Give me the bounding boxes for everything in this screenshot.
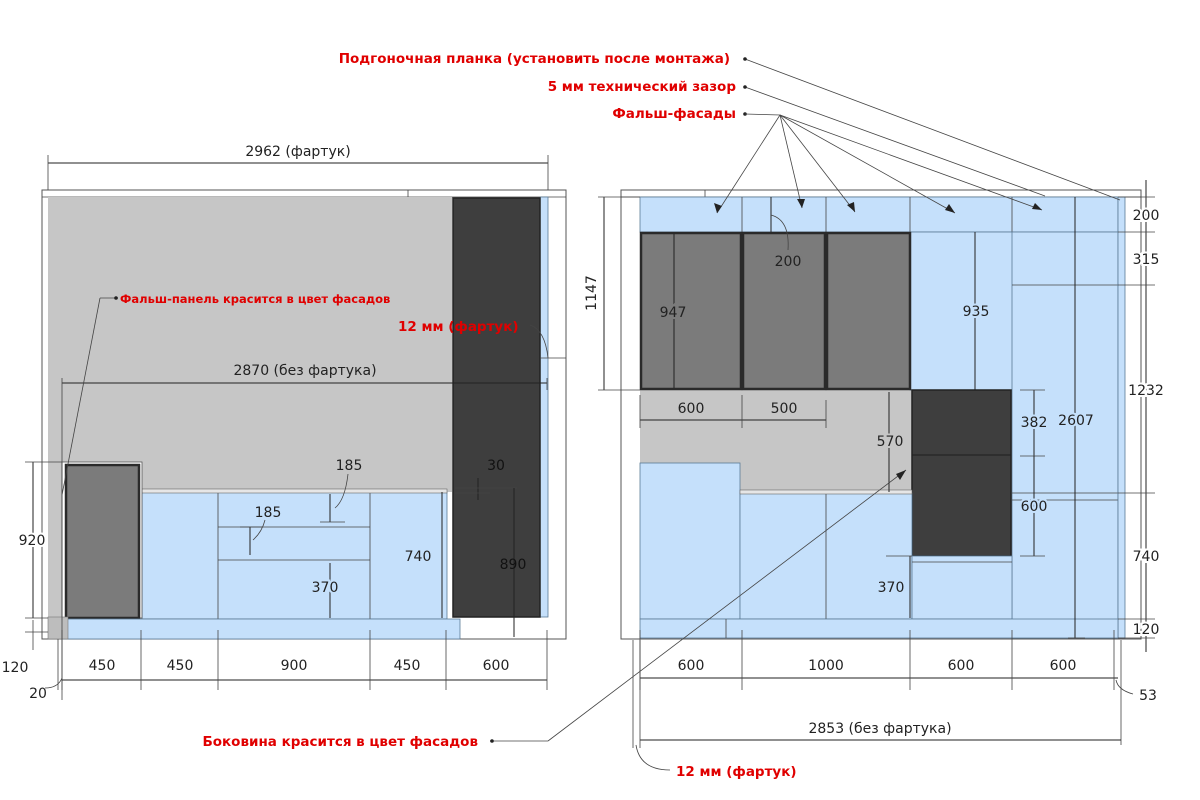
adjust-strip-note: Подгоночная планка (установить после мон… xyxy=(339,51,730,67)
lb-450-b: 450 xyxy=(167,658,194,674)
dim-500-label: 500 xyxy=(771,401,798,417)
dim-570-label: 570 xyxy=(877,434,904,450)
oven-unit xyxy=(911,389,1012,557)
false-fronts-leader-h xyxy=(744,113,781,116)
dim-2962-label: 2962 (фартук) xyxy=(245,144,350,160)
dim-947-label: 947 xyxy=(660,305,687,321)
upper-blue-cabinet xyxy=(909,231,1014,391)
ff-arrow-2 xyxy=(779,114,803,209)
tech-gap-leader xyxy=(744,86,1046,197)
top-notes: Подгоночная планка (установить после мон… xyxy=(202,51,796,780)
left-side-strip xyxy=(539,196,549,618)
adjust-strip-leader xyxy=(744,58,1121,201)
ff-head-4 xyxy=(945,204,955,213)
dim-370-label: 370 xyxy=(312,580,339,596)
rs-740: 740 xyxy=(1133,549,1160,565)
dim-120-label: 120 xyxy=(2,660,29,676)
ff-head-1 xyxy=(714,203,722,213)
tall-column xyxy=(452,197,541,618)
false-fronts-arrows xyxy=(714,114,1043,214)
right-frame xyxy=(620,189,1142,640)
dim-740-label: 740 xyxy=(405,549,432,565)
dim-185b-label: 185 xyxy=(255,505,282,521)
right-countertop xyxy=(739,489,913,495)
dim-53-label: 53 xyxy=(1139,688,1157,704)
apron-left-note: 12 мм (фартук) xyxy=(398,319,519,335)
dim-1147-label: 1147 xyxy=(584,275,600,311)
apron-right-leader xyxy=(635,744,671,771)
tall-blue-column xyxy=(1011,231,1119,639)
dim-2607-label: 2607 xyxy=(1058,413,1094,429)
rb-600-a: 600 xyxy=(678,658,705,674)
rb-1000: 1000 xyxy=(808,658,844,674)
left-wall-low xyxy=(48,465,66,620)
rb-600-b: 600 xyxy=(948,658,975,674)
right-elevation: 1147 200 947 935 600 500 570 382 600 370 xyxy=(490,58,1166,771)
glass-upper-1 xyxy=(639,231,743,391)
dim-2870-label: 2870 (без фартука) xyxy=(233,363,376,379)
glass-upper-3 xyxy=(825,231,912,391)
dim-20-label: 20 xyxy=(29,686,47,702)
right-side-strip xyxy=(1117,196,1126,639)
dim-600b-label: 600 xyxy=(1021,499,1048,515)
glass-upper-2 xyxy=(741,231,827,391)
side-panel-note: Боковина красится в цвет фасадов xyxy=(202,734,478,750)
ff-arrow-3 xyxy=(779,114,856,213)
dim-20-leader xyxy=(44,677,63,689)
false-fronts-note: Фальш-фасады xyxy=(612,106,736,122)
countertop xyxy=(141,488,448,494)
tech-gap-dot xyxy=(743,85,747,89)
side-panel-leader xyxy=(547,469,907,742)
false-panel-dot xyxy=(114,296,118,300)
adjust-strip-dot xyxy=(743,57,747,61)
dim-30-label: 30 xyxy=(487,458,505,474)
left-wall xyxy=(48,197,452,492)
rs-315: 315 xyxy=(1133,252,1160,268)
ff-arrow-4 xyxy=(779,114,956,214)
rs-120: 120 xyxy=(1133,622,1160,638)
dim-200-leader xyxy=(770,214,789,251)
ff-head-3 xyxy=(847,202,855,212)
left-plinth-corner xyxy=(47,616,69,640)
rb-600-c: 600 xyxy=(1050,658,1077,674)
dim-185a-leader xyxy=(334,473,349,509)
false-panel-leader xyxy=(61,297,101,496)
ff-arrow-1 xyxy=(716,114,781,214)
lb-450-c: 450 xyxy=(394,658,421,674)
dim-185a-label: 185 xyxy=(336,458,363,474)
dim-200-label: 200 xyxy=(775,254,802,270)
dim-382-label: 382 xyxy=(1021,415,1048,431)
dim-2853-label: 2853 (без фартука) xyxy=(808,721,951,737)
rs-200: 200 xyxy=(1133,208,1160,224)
dim-53-leader xyxy=(1115,679,1134,695)
tech-gap-note: 5 мм технический зазор xyxy=(548,79,737,95)
ff-head-5 xyxy=(1032,203,1042,210)
lb-450-a: 450 xyxy=(89,658,116,674)
dim-935-label: 935 xyxy=(963,304,990,320)
dim-370r-label: 370 xyxy=(878,580,905,596)
dim-920-label: 920 xyxy=(19,533,46,549)
base-cabinets xyxy=(141,491,448,620)
rs-1232: 1232 xyxy=(1128,383,1164,399)
side-panel-arrowhead xyxy=(896,470,906,480)
right-base-left xyxy=(639,462,741,620)
glass-unit xyxy=(64,463,141,620)
lb-900: 900 xyxy=(281,658,308,674)
right-plinth xyxy=(639,618,1119,639)
dim-600-label: 600 xyxy=(678,401,705,417)
left-plinth xyxy=(61,618,461,640)
dim-890-label: 890 xyxy=(500,557,527,573)
ff-head-2 xyxy=(797,199,805,208)
dim-185b-leader xyxy=(252,519,266,541)
lb-600: 600 xyxy=(483,658,510,674)
ff-arrow-5 xyxy=(779,114,1043,211)
top-false-fronts xyxy=(639,196,1119,233)
false-panel-note: Фальш-панель красится в цвет фасадов xyxy=(120,292,390,306)
left-elevation: 2962 (фартук) 2870 (без фартука) 920 185… xyxy=(2,144,567,702)
oven-base xyxy=(911,555,1013,620)
apron-right-note: 12 мм (фартук) xyxy=(676,764,797,780)
apron-left-leader xyxy=(529,324,549,359)
side-panel-dot xyxy=(490,739,494,743)
